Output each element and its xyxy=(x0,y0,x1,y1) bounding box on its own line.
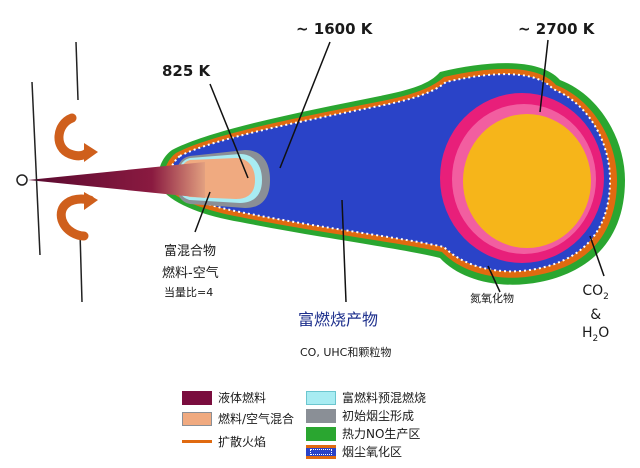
h2o-o: O xyxy=(598,324,610,341)
legend-thermal-no-label: 热力NO生产区 xyxy=(342,427,421,441)
swirler-top-line xyxy=(75,41,79,101)
amp-text: & xyxy=(590,306,602,323)
legend-diffusion-flame-label: 扩散火焰 xyxy=(218,435,267,449)
co2-h2o-label: CO2 & H2O xyxy=(582,282,609,348)
liquid-fuel-spray xyxy=(28,162,205,198)
nozzle-tip-icon xyxy=(16,174,28,186)
leader-rich-mix xyxy=(194,191,211,233)
legend-diffusion-flame: 扩散火焰 xyxy=(182,433,266,450)
rich-mixture-label: 富混合物 xyxy=(164,244,217,259)
legend-soot-oxidation: 烟尘氧化区 xyxy=(306,443,402,460)
legend-rich-premix-label: 富燃料预混燃烧 xyxy=(342,391,427,405)
legend-thermal-no-swatch xyxy=(306,426,336,441)
legend-rich-premix: 富燃料预混燃烧 xyxy=(306,389,426,406)
swirl-arrow-bottom-head xyxy=(84,192,98,210)
legend-liquid-fuel: 液体燃料 xyxy=(182,389,266,406)
legend-liquid-fuel-label: 液体燃料 xyxy=(218,391,267,405)
co2-sub: 2 xyxy=(603,291,609,302)
legend-soot-oxidation-swatch xyxy=(306,444,336,459)
leader-rich-products xyxy=(341,199,347,303)
legend-initial-soot: 初始烟尘形成 xyxy=(306,407,414,424)
soot-oxidation-boundary xyxy=(168,73,612,273)
leader-nox xyxy=(487,265,501,293)
swirl-arrow-top-head xyxy=(84,143,98,162)
leader-1600 xyxy=(279,41,331,169)
flame-core-yellow xyxy=(463,114,591,248)
legend-initial-soot-swatch xyxy=(306,408,336,423)
temperature-1600-label: ~ 1600 K xyxy=(296,20,373,38)
legend-thermal-no: 热力NO生产区 xyxy=(306,425,420,442)
temperature-2700-label: ~ 2700 K xyxy=(518,20,595,38)
legend-diffusion-flame-swatch xyxy=(182,440,212,443)
legend-fuel-air-mix: 燃料/空气混合 xyxy=(182,410,294,427)
legend-liquid-fuel-swatch xyxy=(182,390,212,405)
nox-label: 氮氧化物 xyxy=(470,292,514,305)
legend-initial-soot-label: 初始烟尘形成 xyxy=(342,409,415,423)
swirler-bottom-line xyxy=(79,231,83,303)
legend-rich-premix-swatch xyxy=(306,390,336,405)
h2o-h: H xyxy=(582,324,593,341)
products-detail-label: CO, UHC和颗粒物 xyxy=(300,346,392,359)
leader-2700 xyxy=(539,39,549,113)
rich-products-label: 富燃烧产物 xyxy=(298,310,379,329)
legend-soot-oxidation-label: 烟尘氧化区 xyxy=(342,445,403,459)
swirl-arrow-top-icon xyxy=(54,113,93,161)
legend-fuel-air-mix-swatch xyxy=(182,411,212,426)
swirler-axis xyxy=(31,81,41,256)
swirl-arrow-bottom-icon xyxy=(56,194,95,241)
co2-text: CO xyxy=(582,283,604,299)
equivalence-ratio-label: 当量比=4 xyxy=(164,286,214,299)
temperature-825-label: 825 K xyxy=(162,62,211,80)
fuel-air-label: 燃料-空气 xyxy=(162,266,219,281)
leader-co2 xyxy=(589,235,605,277)
h2o-sub: 2 xyxy=(592,333,599,344)
leader-825 xyxy=(209,83,249,179)
legend-fuel-air-mix-label: 燃料/空气混合 xyxy=(218,412,295,426)
